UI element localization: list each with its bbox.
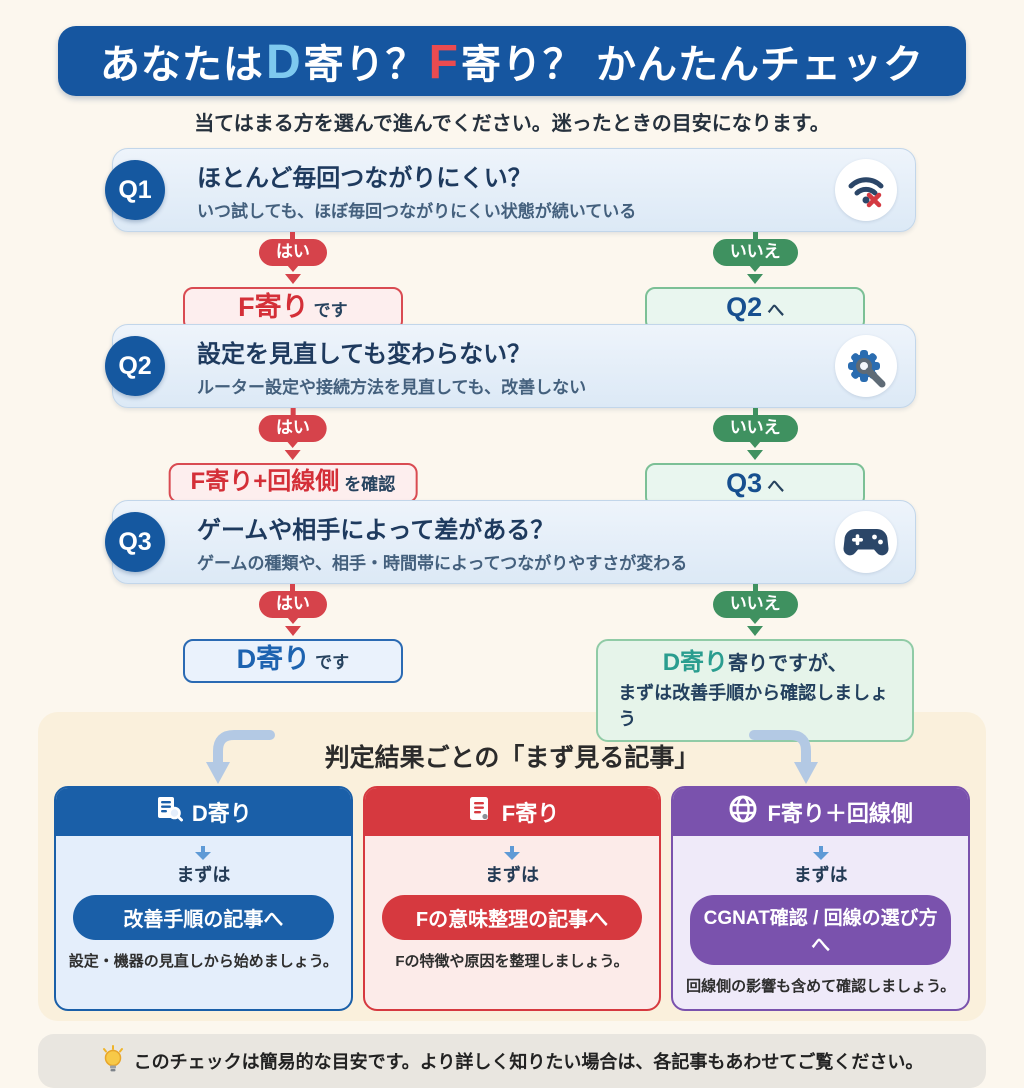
down-arrow-icon xyxy=(747,274,764,285)
page-subtitle: 当てはまる方を選んで進んでください。迷ったときの目安になります。 xyxy=(194,113,830,135)
small-down-arrow-icon xyxy=(812,846,829,860)
q3-yes-result: D寄り です xyxy=(182,639,403,684)
article-card-f: F寄り まずは Fの意味整理の記事へ Fの特徴や原因を整理しましょう。 xyxy=(362,786,662,1011)
q1-no-badge: いいえ xyxy=(712,239,798,267)
badge-tail xyxy=(286,617,299,625)
down-arrow-icon xyxy=(284,274,301,285)
q1-title: ほとんど毎回つながりにくい？ xyxy=(197,165,532,192)
article-card-f-line-caption: 回線側の影響も含めて確認しましょう。 xyxy=(686,978,956,995)
q2-yes-result: F寄り+回線側 を確認 xyxy=(168,463,418,504)
improvement-article-button[interactable]: 改善手順の記事へ xyxy=(72,895,334,940)
q1-branches: はい F寄り です いいえ Q2 へ xyxy=(112,232,916,332)
question-card-q1: Q1 ほとんど毎回つながりにくい？ いつ試しても、ほぼ毎回つながりにくい状態が続… xyxy=(105,148,916,232)
small-down-arrow-icon xyxy=(504,846,520,860)
q3-branches: はい D寄り です いいえ D寄り 寄りですが、 まずは改善手順から確認しましょ… xyxy=(112,584,916,743)
title-banner: あなたはD寄り？F寄り？ かんたんチェック xyxy=(58,26,966,96)
article-card-f-line: F寄り＋回線側 まずは CGNAT確認 / 回線の選び方へ 回線側の影響も含めて… xyxy=(671,786,971,1011)
articles-section: 判定結果ごとの「まず見る記事」 D寄り xyxy=(38,712,986,1021)
article-card-d-title: D寄り xyxy=(191,801,252,826)
badge-tail xyxy=(749,265,762,273)
q2-no-badge: いいえ xyxy=(712,415,798,443)
q3-description: ゲームの種類や、相手・時間帯によってつながりやすさが変わる xyxy=(197,554,688,573)
down-arrow-icon xyxy=(284,626,301,637)
title-d-letter: D xyxy=(265,36,302,89)
small-down-arrow-icon xyxy=(195,846,212,860)
q3-yes-badge: はい xyxy=(258,591,327,619)
connector-line xyxy=(752,408,758,415)
question-card-q2: Q2 設定を見直しても変わらない？ ルーター設定や接続方法を見直しても、改善しな… xyxy=(105,324,916,408)
article-card-f-title: F寄り xyxy=(501,801,560,826)
wifi-x-icon xyxy=(835,159,897,221)
q1-yes-badge: はい xyxy=(258,239,327,267)
q2-yes-branch: はい F寄り+回線側 を確認 xyxy=(168,408,418,504)
question-card-q3: Q3 ゲームや相手によって差がある？ ゲームの種類や、相手・時間帯によってつなが… xyxy=(105,500,916,584)
title-f-letter: F xyxy=(428,36,459,89)
connector-line xyxy=(290,232,296,239)
step-label: まずは xyxy=(176,865,231,885)
q1-yes-result: F寄り です xyxy=(182,287,403,332)
q3-badge: Q3 xyxy=(105,512,165,572)
curved-arrow-left-icon xyxy=(206,730,275,784)
q3-yes-branch: はい D寄り です xyxy=(182,584,403,684)
q2-no-result: Q3 へ xyxy=(645,463,866,508)
gamepad-icon xyxy=(835,511,897,573)
footer-note: このチェックは簡易的な目安です。より詳しく知りたい場合は、各記事もあわせてご覧く… xyxy=(38,1034,986,1088)
globe-icon xyxy=(728,794,758,830)
doc-search-icon xyxy=(155,795,183,829)
badge-tail xyxy=(749,617,762,625)
article-card-f-line-title: F寄り＋回線側 xyxy=(767,801,913,826)
f-meaning-article-button[interactable]: Fの意味整理の記事へ xyxy=(381,895,643,940)
connector-line xyxy=(290,584,296,591)
q3-no-branch: いいえ D寄り 寄りですが、 まずは改善手順から確認しましょう xyxy=(596,584,915,743)
q1-no-branch: いいえ Q2 へ xyxy=(645,232,866,332)
q2-title: 設定を見直しても変わらない？ xyxy=(197,341,532,368)
step-label: まずは xyxy=(793,865,848,885)
q2-description: ルーター設定や接続方法を見直しても、改善しない xyxy=(197,378,587,397)
curved-arrow-right-icon xyxy=(749,730,818,784)
q3-no-result: D寄り 寄りですが、 まずは改善手順から確認しましょう xyxy=(596,639,915,743)
articles-section-title: 判定結果ごとの「まず見る記事」 xyxy=(324,744,700,772)
connector-line xyxy=(290,408,296,415)
article-card-d-caption: 設定・機器の見直しから始めましょう。 xyxy=(68,953,338,970)
q1-badge: Q1 xyxy=(105,160,165,220)
connector-line xyxy=(752,232,758,239)
badge-tail xyxy=(286,265,299,273)
page-title: あなたはD寄り？F寄り？ かんたんチェック xyxy=(99,36,925,89)
doc-icon xyxy=(465,795,493,829)
down-arrow-icon xyxy=(747,450,764,461)
gear-wrench-icon xyxy=(835,335,897,397)
down-arrow-icon xyxy=(284,450,301,461)
connector-line xyxy=(752,584,758,591)
footer-text: このチェックは簡易的な目安です。より詳しく知りたい場合は、各記事もあわせてご覧く… xyxy=(133,1052,924,1072)
down-arrow-icon xyxy=(747,626,764,637)
article-card-f-caption: Fの特徴や原因を整理しましょう。 xyxy=(395,953,629,970)
badge-tail xyxy=(286,441,299,449)
q3-title: ゲームや相手によって差がある？ xyxy=(197,517,555,544)
article-card-d: D寄り まずは 改善手順の記事へ 設定・機器の見直しから始めましょう。 xyxy=(54,786,353,1011)
q2-no-branch: いいえ Q3 へ xyxy=(645,408,866,508)
q1-yes-branch: はい F寄り です xyxy=(182,232,403,332)
step-label: まずは xyxy=(485,865,539,885)
q1-description: いつ試しても、ほぼ毎回つながりにくい状態が続いている xyxy=(197,202,637,221)
q2-branches: はい F寄り+回線側 を確認 いいえ Q3 へ xyxy=(112,408,916,508)
q2-badge: Q2 xyxy=(105,336,165,396)
cgnat-article-button[interactable]: CGNAT確認 / 回線の選び方へ xyxy=(690,895,952,965)
q3-no-badge: いいえ xyxy=(712,591,798,619)
badge-tail xyxy=(749,441,762,449)
q2-yes-badge: はい xyxy=(258,415,327,443)
lightbulb-icon xyxy=(101,1044,125,1078)
